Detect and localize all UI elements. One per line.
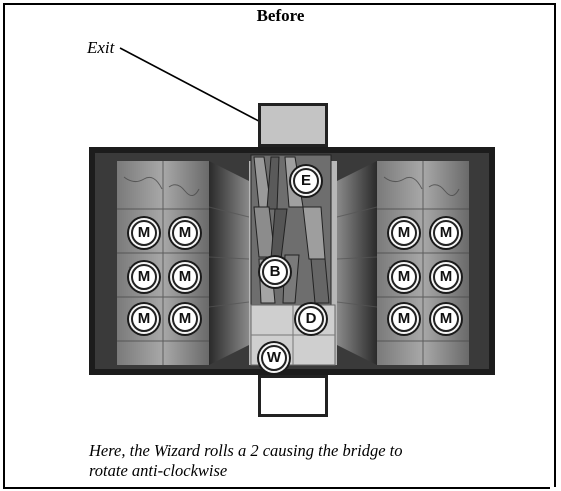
barbarian-token: B xyxy=(262,259,288,285)
monster-token: M xyxy=(391,264,417,290)
figure-caption: Here, the Wizard rolls a 2 causing the b… xyxy=(89,441,549,481)
entry-square xyxy=(258,375,328,417)
monster-token: M xyxy=(433,306,459,332)
monster-token: M xyxy=(131,220,157,246)
monster-token: M xyxy=(172,306,198,332)
monster-token: M xyxy=(131,264,157,290)
caption-line-2: rotate anti-clockwise xyxy=(89,461,228,480)
monster-token: M xyxy=(433,220,459,246)
exit-token: E xyxy=(293,168,319,194)
monster-token: M xyxy=(131,306,157,332)
game-board xyxy=(89,147,495,375)
figure-title: Before xyxy=(256,6,305,25)
monster-token: M xyxy=(172,220,198,246)
frame-bottom-rule xyxy=(3,487,550,489)
monster-token: M xyxy=(172,264,198,290)
exit-square xyxy=(258,103,328,147)
dwarf-token: D xyxy=(298,306,324,332)
caption-line-1: Here, the Wizard rolls a 2 causing the b… xyxy=(89,441,403,460)
monster-token: M xyxy=(433,264,459,290)
monster-token: M xyxy=(391,220,417,246)
monster-token: M xyxy=(391,306,417,332)
wizard-token: W xyxy=(261,345,287,371)
figure-frame xyxy=(3,3,556,487)
exit-label: Exit xyxy=(87,38,115,57)
